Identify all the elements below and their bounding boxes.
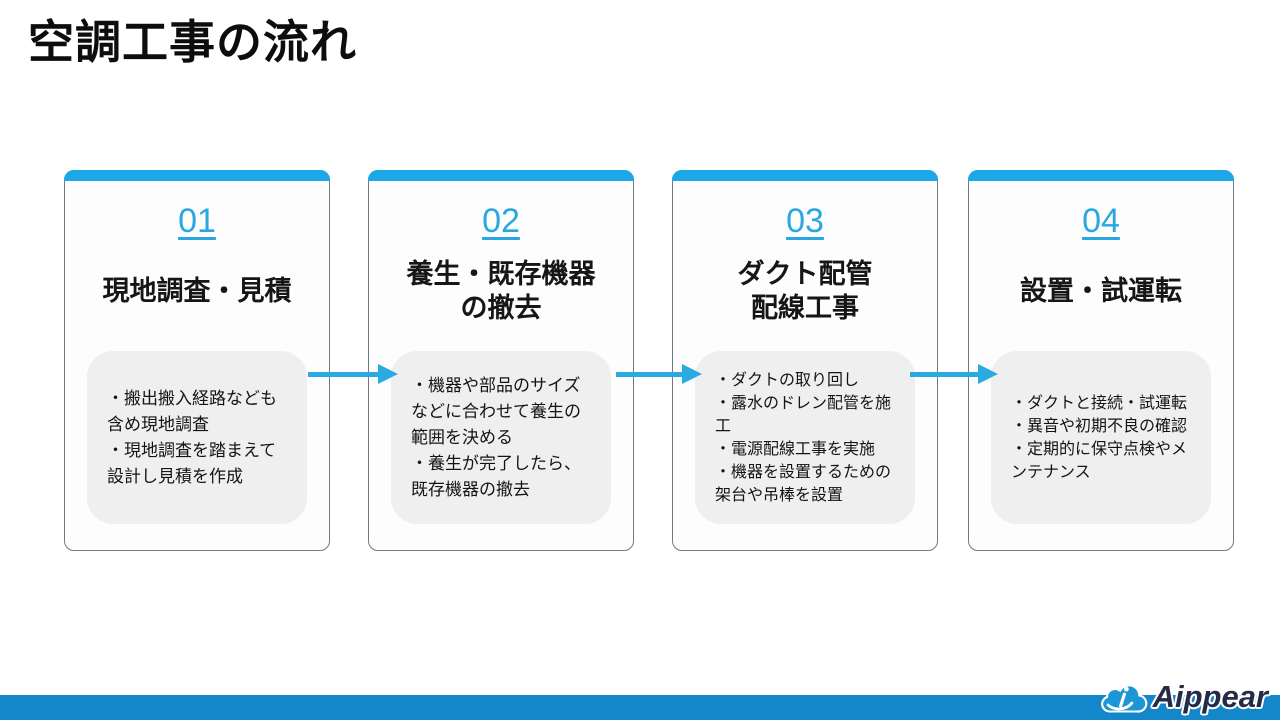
bullet-item: ・搬出搬入経路なども含め現地調査	[107, 388, 277, 434]
bullet-item: ・養生が完了したら、既存機器の撤去	[411, 453, 581, 499]
flow-arrow-3	[910, 364, 998, 384]
card-accent-bar	[672, 170, 938, 181]
bullet-item: ・機器を設置するための架台や吊棒を設置	[715, 463, 892, 504]
step-title-line: の撤去	[460, 293, 542, 323]
step-title: 設置・試運転	[975, 251, 1227, 331]
arrow-line	[308, 372, 382, 377]
arrow-head-icon	[682, 364, 702, 384]
step-title-line: 現地調査・見積	[102, 276, 292, 306]
flow-arrow-2	[616, 364, 702, 384]
page-title: 空調工事の流れ	[28, 16, 357, 68]
step-card-3: 03 ダクト配管 配線工事 ・ダクトの取り回し ・露水のドレン配管を施工 ・電源…	[672, 170, 938, 551]
bullet-item: ・機器や部品のサイズなどに合わせて養生の範囲を決める	[411, 375, 581, 447]
step-number: 02	[482, 202, 520, 240]
bullet-item: ・定期的に保守点検やメンテナンス	[1011, 440, 1188, 481]
bullet-item: ・露水のドレン配管を施工	[715, 394, 892, 435]
company-logo: Aippear	[1095, 678, 1268, 716]
card-accent-bar	[64, 170, 330, 181]
step-card-4: 04 設置・試運転 ・ダクトと接続・試運転 ・異音や初期不良の確認 ・定期的に保…	[968, 170, 1234, 551]
arrow-line	[616, 372, 686, 377]
cloud-icon	[1100, 684, 1147, 713]
step-title-line: 設置・試運転	[1020, 276, 1182, 306]
step-number: 01	[178, 202, 216, 240]
footer-accent-bar	[0, 695, 1280, 720]
bullet-item: ・電源配線工事を実施	[715, 440, 876, 458]
flow-arrow-1	[308, 364, 398, 384]
step-title: 養生・既存機器 の撤去	[375, 251, 627, 331]
step-detail-bubble: ・ダクトと接続・試運転 ・異音や初期不良の確認 ・定期的に保守点検やメンテナンス	[991, 351, 1211, 524]
card-accent-bar	[968, 170, 1234, 181]
card-accent-bar	[368, 170, 634, 181]
step-number: 03	[786, 202, 824, 240]
bullet-item: ・ダクトの取り回し	[715, 371, 860, 389]
step-detail-bubble: ・機器や部品のサイズなどに合わせて養生の範囲を決める ・養生が完了したら、既存機…	[391, 351, 611, 524]
bullet-item: ・ダクトと接続・試運転	[1011, 394, 1188, 412]
step-title-line: 配線工事	[751, 293, 859, 323]
step-card-2: 02 養生・既存機器 の撤去 ・機器や部品のサイズなどに合わせて養生の範囲を決め…	[368, 170, 634, 551]
arrow-line	[910, 372, 982, 377]
step-title-line: 養生・既存機器	[406, 259, 596, 289]
step-title-line: ダクト配管	[737, 259, 873, 289]
step-title: ダクト配管 配線工事	[679, 251, 931, 331]
step-number: 04	[1082, 202, 1120, 240]
step-detail-bubble: ・搬出搬入経路なども含め現地調査 ・現地調査を踏まえて設計し見積を作成	[87, 351, 307, 524]
logo-wordmark: Aippear	[1152, 679, 1268, 714]
bullet-item: ・異音や初期不良の確認	[1011, 417, 1188, 435]
arrow-head-icon	[378, 364, 398, 384]
arrow-head-icon	[978, 364, 998, 384]
step-card-1: 01 現地調査・見積 ・搬出搬入経路なども含め現地調査 ・現地調査を踏まえて設計…	[64, 170, 330, 551]
bullet-item: ・現地調査を踏まえて設計し見積を作成	[107, 440, 277, 486]
step-title: 現地調査・見積	[71, 251, 323, 331]
step-detail-bubble: ・ダクトの取り回し ・露水のドレン配管を施工 ・電源配線工事を実施 ・機器を設置…	[695, 351, 915, 524]
